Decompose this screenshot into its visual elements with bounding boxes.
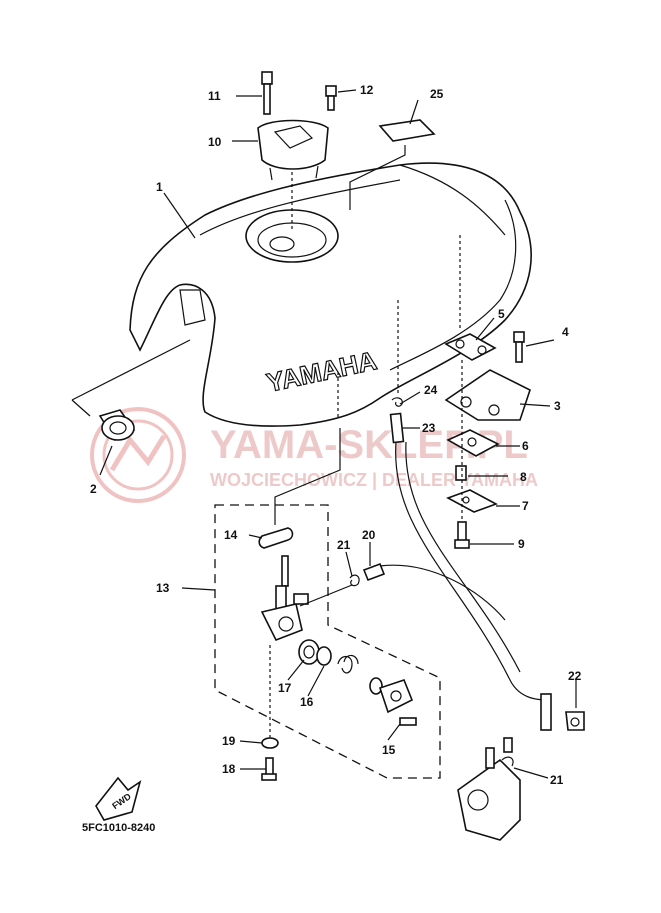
diagram-code: 5FC1010-8240 <box>82 822 155 834</box>
label-part-3: 3 <box>554 399 561 413</box>
fwd-arrow-icon: FWD <box>95 776 142 821</box>
label-part-23: 23 <box>422 421 436 435</box>
part-21-clip-upper <box>349 574 360 587</box>
part-16-o-ring <box>316 646 332 666</box>
part-20-hose <box>362 562 506 621</box>
label-part-9: 9 <box>518 537 525 551</box>
part-6-damper <box>446 429 500 457</box>
part-spring <box>337 654 359 674</box>
part-19-washer <box>261 737 279 749</box>
part-7-washer <box>446 489 498 513</box>
label-part-7: 7 <box>522 499 529 513</box>
part-18-bolt <box>261 757 277 781</box>
part-10-filler-cap-base <box>257 119 329 230</box>
label-part-22: 22 <box>568 669 582 683</box>
part-11-bolt <box>236 71 273 115</box>
label-part-2: 2 <box>90 482 97 496</box>
label-part-21-lower: 21 <box>550 773 564 787</box>
part-23-fuel-hose <box>389 412 552 731</box>
part-22-hose-clip <box>565 711 585 731</box>
part-2-damper <box>71 339 191 476</box>
carburetor <box>457 737 521 841</box>
label-part-5: 5 <box>498 307 505 321</box>
part-13-fuel-cock <box>260 555 309 642</box>
label-part-13: 13 <box>156 581 170 595</box>
label-part-8: 8 <box>520 470 527 484</box>
part-21-clip-lower <box>501 756 514 767</box>
fuel-cock-assembly-box <box>214 504 441 779</box>
part-24-clip <box>391 397 403 407</box>
label-part-12: 12 <box>360 83 374 97</box>
fuel-tank: YAMAHA <box>129 162 532 427</box>
label-part-19: 19 <box>222 734 236 748</box>
label-part-11: 11 <box>208 89 221 103</box>
part-12-bolt <box>325 85 357 111</box>
label-part-1: 1 <box>156 180 163 194</box>
part-25-label-sticker <box>349 99 436 210</box>
part-9-bolt <box>454 521 470 549</box>
watermark-line2: WOJCIECHOWICZ | DEALER YAMAHA <box>210 470 538 490</box>
label-part-25: 25 <box>430 87 444 101</box>
part-15-screw <box>399 717 417 726</box>
label-part-21-upper: 21 <box>337 538 351 552</box>
label-part-10: 10 <box>208 135 222 149</box>
label-part-20: 20 <box>362 528 376 542</box>
part-8-collar <box>455 465 467 481</box>
label-part-14: 14 <box>224 528 238 542</box>
label-part-17: 17 <box>278 681 292 695</box>
part-3-bracket <box>444 369 531 421</box>
part-4-bolt <box>513 331 525 363</box>
part-cock-cover <box>378 679 414 714</box>
part-17-o-ring <box>298 639 320 665</box>
part-5-bracket <box>444 333 497 361</box>
label-part-6: 6 <box>522 439 529 453</box>
part-o-ring-small <box>369 677 383 695</box>
label-part-15: 15 <box>382 743 396 757</box>
label-part-24: 24 <box>424 383 438 397</box>
part-14-gasket <box>258 527 294 549</box>
label-part-16: 16 <box>300 695 314 709</box>
label-part-4: 4 <box>562 325 569 339</box>
label-part-18: 18 <box>222 762 236 776</box>
watermark-logo-icon <box>90 407 186 503</box>
